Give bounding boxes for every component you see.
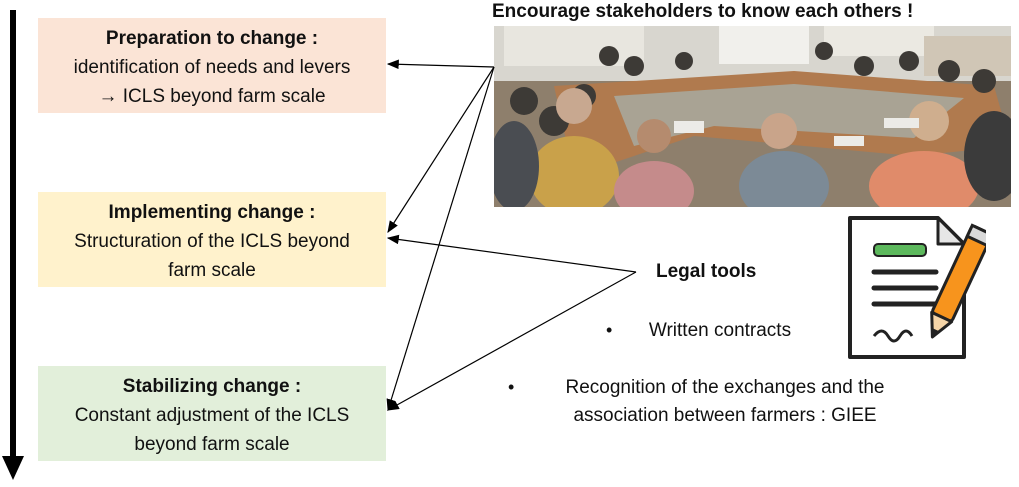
timeline-arrow — [2, 10, 24, 480]
arrow-photo-to-preparation — [386, 59, 495, 70]
legal-tool-text: Recognition of the exchanges and the — [565, 377, 885, 398]
bullet-2: • — [508, 377, 515, 397]
photo-caption: Encourage stakeholders to know each othe… — [492, 1, 914, 22]
arrow-photo-to-stabilizing — [386, 66, 495, 412]
legal-tool-item: Written contracts — [600, 317, 840, 345]
stage-implementing: Implementing change : Structuration of t… — [38, 192, 386, 287]
stage-description-line2: beyond farm scale — [134, 434, 290, 455]
stage-description-line2: farm scale — [168, 260, 256, 281]
stage-description: Constant adjustment of the ICLS — [74, 405, 350, 426]
legal-tool-text: Written contracts — [648, 320, 792, 341]
stage-stabilizing: Stabilizing change : Constant adjustment… — [38, 366, 386, 461]
legal-tools-title: Legal tools — [656, 261, 757, 282]
legal-tool-item: Recognition of the exchanges and the ass… — [500, 374, 950, 430]
arrow-photo-to-implementing — [387, 66, 495, 234]
stage-title: Implementing change : — [108, 202, 316, 223]
arrow-legal-to-implementing — [386, 234, 637, 273]
meeting-photo — [494, 26, 1011, 207]
bullet-1: • — [606, 320, 613, 340]
stage-title: Preparation to change : — [105, 28, 319, 49]
stage-description: Structuration of the ICLS beyond — [74, 231, 350, 252]
stage-description-line2: → ICLS beyond farm scale — [98, 86, 326, 107]
legal-tool-text-line2: association between farmers : GIEE — [573, 405, 877, 426]
stage-description: identification of needs and levers — [73, 57, 351, 78]
arrow-legal-to-stabilizing — [386, 271, 637, 411]
contract-pen-icon — [848, 216, 986, 359]
stage-preparation: Preparation to change : identification o… — [38, 18, 386, 113]
stage-title: Stabilizing change : — [122, 376, 302, 397]
